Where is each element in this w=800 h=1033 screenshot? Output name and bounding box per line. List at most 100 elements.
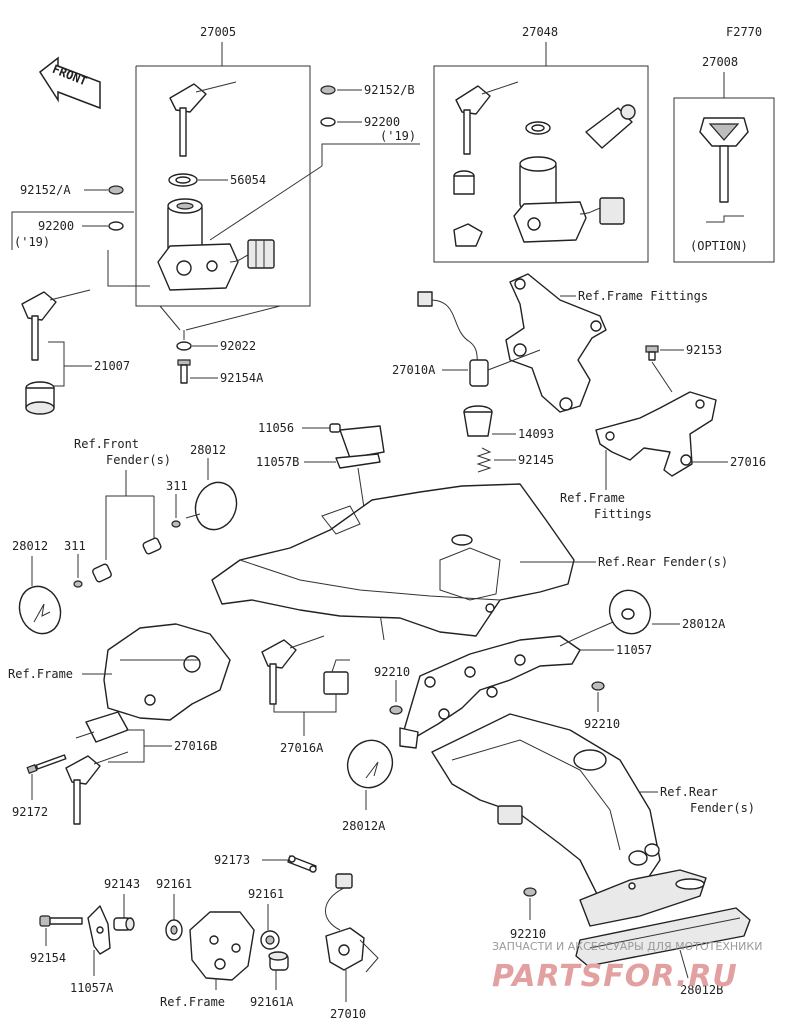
label-19-right: ('19) (380, 129, 416, 143)
box-27048 (433, 65, 649, 263)
watermark-brand: PARTSFOR.RU (492, 959, 738, 994)
label-19-left: ('19) (14, 235, 50, 249)
label-ref-frame-bottom: Ref.Frame (160, 995, 225, 1009)
assembly-27016a: 27016A (261, 635, 350, 755)
label-92172: 92172 (12, 805, 48, 819)
box-27008 (673, 97, 775, 263)
box-27005 (135, 65, 311, 307)
label-11056: 11056 (258, 421, 294, 435)
assembly-27005: 27005 56054 92152/B (135, 25, 420, 385)
label-92152a: 92152/A (20, 183, 71, 197)
rear-fender: Ref.Rear Fender(s) (211, 483, 728, 637)
reflector-28012b: 28012B (575, 907, 751, 997)
holder-14093: 14093 (463, 405, 554, 441)
collar-92143: 92143 (104, 877, 140, 931)
grommet-left (92, 563, 112, 583)
nut-92210-top (389, 705, 403, 715)
sensor-27010a: 27010A (392, 291, 541, 387)
diagram-code: F2770 (726, 25, 762, 39)
lock-part-27048 (453, 223, 483, 247)
label-92152b: 92152/B (364, 83, 415, 97)
washer-92200-left (108, 221, 124, 231)
cap-28012a-bottom: 28012A (342, 739, 394, 833)
label-92154: 92154 (30, 951, 66, 965)
label-92210-bottom: 92210 (510, 927, 546, 941)
assembly-27048: 27048 (433, 25, 649, 263)
cap-28012a-right: 28012A (608, 589, 726, 635)
clip-11057a: 11057A (70, 905, 114, 995)
label-92143: 92143 (104, 877, 140, 891)
washer-92152a (108, 185, 124, 195)
ignition-switch (157, 198, 275, 291)
ignition-key-27048-icon (455, 81, 519, 155)
link-92173: 92173 (214, 853, 317, 873)
nut-92210-right (591, 681, 605, 691)
label-311-left: 311 (64, 539, 86, 553)
label-92022: 92022 (220, 339, 256, 353)
blank-key-icon (699, 117, 749, 203)
bracket-27016: 27016 Ref.Frame Fittings (560, 391, 766, 521)
label-14093: 14093 (518, 427, 554, 441)
front-fender-group: Ref.Front Fender(s) 311 28012 311 28012 (12, 437, 238, 635)
label-92200-right: 92200 (364, 115, 400, 129)
label-27010: 27010 (330, 1007, 366, 1021)
label-11057a: 11057A (70, 981, 114, 995)
label-92145: 92145 (518, 453, 554, 467)
spring-92145: 92145 (476, 447, 554, 473)
label-ref-frame-fittings-b1: Ref.Frame (560, 491, 625, 505)
key-27016b-icon (65, 751, 129, 825)
label-56054: 56054 (230, 173, 266, 187)
washer-92022 (176, 341, 192, 351)
front-arrow-icon: FRONT (38, 56, 101, 110)
assembly-27008: 27008 (OPTION) (673, 55, 775, 263)
label-ref-rear-fender-top: Ref.Rear Fender(s) (598, 555, 728, 569)
left-small-parts: 92152/A 92200 ('19) 21007 (11, 183, 150, 415)
label-311-right: 311 (166, 479, 188, 493)
bolt-92154: 92154 (30, 915, 83, 965)
label-27016a: 27016A (280, 741, 324, 755)
bolt-92172 (26, 754, 67, 774)
label-ref-frame-left: Ref.Frame (8, 667, 73, 681)
screw-92153: 92153 (645, 343, 722, 393)
rear-mount-plate: 92210 11057 92210 (374, 617, 652, 749)
label-27005: 27005 (200, 25, 236, 39)
label-27010a: 27010A (392, 363, 436, 377)
label-11057: 11057 (616, 643, 652, 657)
label-ref-rear-fender-2-2: Fender(s) (690, 801, 755, 815)
frame-part-left: Ref.Frame (8, 623, 231, 721)
label-28012a-bottom: 28012A (342, 819, 386, 833)
label-92161a: 92161A (250, 995, 294, 1009)
label-92210-top: 92210 (374, 665, 410, 679)
label-27008: 27008 (702, 55, 738, 69)
label-ref-front-fender-1: Ref.Front (74, 437, 139, 451)
label-92153: 92153 (686, 343, 722, 357)
sensor-27010: 27010 (325, 873, 379, 1021)
label-92161-right: 92161 (248, 887, 284, 901)
ignition-switch-27048 (513, 156, 625, 243)
label-92210-right: 92210 (584, 717, 620, 731)
washer-92200-right (320, 117, 336, 127)
label-92200-left: 92200 (38, 219, 74, 233)
seat-lock-27048 (585, 104, 636, 149)
label-92154a: 92154A (220, 371, 264, 385)
label-92173: 92173 (214, 853, 250, 867)
nut-92210-bottom: 92210 (510, 887, 546, 941)
label-92161-left: 92161 (156, 877, 192, 891)
bolt-92154a (177, 359, 191, 384)
cap-28012-top (194, 481, 238, 531)
label-ref-front-fender-2: Fender(s) (106, 453, 171, 467)
label-ref-rear-fender-2-1: Ref.Rear (660, 785, 718, 799)
label-21007: 21007 (94, 359, 130, 373)
label-ref-frame-fittings-b2: Fittings (594, 507, 652, 521)
rear-fender-lower: Ref.Rear Fender(s) (431, 713, 755, 927)
label-ref-frame-fittings-top: Ref.Frame Fittings (578, 289, 708, 303)
key-27016a-icon (261, 635, 325, 705)
assembly-27016b: 27016B 92172 (12, 711, 217, 825)
label-27016b: 27016B (174, 739, 217, 753)
label-28012-top: 28012 (190, 443, 226, 457)
grommet-92161a: 92161A (250, 951, 294, 1009)
grommet-right (142, 537, 162, 555)
label-27048: 27048 (522, 25, 558, 39)
frame-fitting-bracket: Ref.Frame Fittings (505, 273, 708, 413)
label-28012a-right: 28012A (682, 617, 726, 631)
